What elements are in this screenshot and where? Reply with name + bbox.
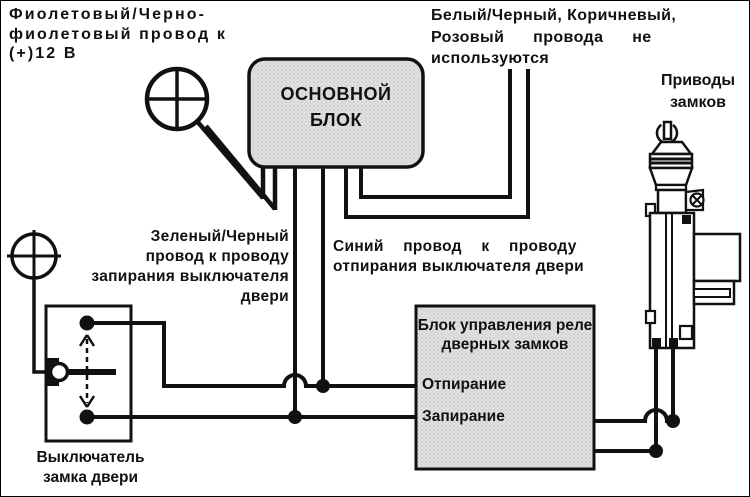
wire-actuator-leads: [654, 347, 675, 451]
junction-dot: [288, 379, 680, 458]
label-line: (+)12 В: [9, 45, 78, 62]
label-line: Синий провод к проводу: [333, 238, 577, 255]
label-line: Белый/Черный, Коричневый,: [431, 7, 677, 24]
label-line: Розовый провода не: [431, 28, 652, 46]
label-line: Блок управления реле: [417, 317, 593, 334]
wire-unused-outer: [344, 69, 530, 219]
label-line: ОСНОВНОЙ: [280, 84, 392, 104]
relay-unlock-label: Отпирание: [422, 376, 507, 393]
door-switch-symbol: [44, 304, 133, 443]
switch-pivot: [48, 361, 70, 383]
arrow-up-icon: [78, 334, 96, 347]
label-line: используются: [431, 50, 550, 67]
label-line: замков: [670, 94, 726, 111]
green-black-wire-label: Зеленый/Черный провод к проводу запирани…: [89, 227, 289, 307]
actuator-knob: [662, 120, 673, 141]
label-line: БЛОК: [309, 110, 363, 130]
wire-relay-to-actuator-upper: [594, 408, 673, 423]
label-line: провод к проводу: [145, 248, 289, 265]
label-line: Фиолетовый/Черно-: [9, 6, 207, 23]
label-line: Зеленый/Черный: [150, 228, 289, 245]
label-line: фиолетовый провод к: [9, 25, 227, 43]
label-line: отпирания выключателя двери: [333, 258, 585, 275]
label-line: замка двери: [42, 468, 139, 486]
lock-actuators-label: Приводы замков: [643, 70, 749, 114]
wire-unused-inner: [359, 69, 512, 199]
relay-lock-label: Запирание: [422, 408, 505, 425]
wire-unlock-run: [87, 321, 416, 388]
main-block-title: ОСНОВНОЙ БЛОК: [249, 81, 423, 133]
main-block-box: [247, 57, 425, 169]
blue-wire-label: Синий провод к проводу отпирания выключа…: [333, 237, 584, 277]
label-line: Выключатель: [36, 449, 145, 466]
lock-actuator-drawing: [644, 120, 742, 350]
unused-wires-label: Белый/Черный, Коричневый, Розовый провод…: [431, 5, 676, 70]
label-line: запирания выключателя: [91, 268, 289, 285]
screw-icon: [689, 192, 705, 208]
wire-violet-diagonals: [194, 118, 278, 211]
label-line: Приводы: [660, 72, 736, 89]
violet-wire-label: Фиолетовый/Черно- фиолетовый провод к (+…: [9, 5, 227, 64]
plus-source-icon: [144, 66, 210, 132]
label-line: дверных замков: [441, 336, 569, 353]
arrow-down-icon: [78, 395, 96, 408]
relay-block-title: Блок управления реле дверных замков: [416, 316, 594, 354]
label-line: двери: [240, 288, 289, 305]
door-switch-label: Выключатель замка двери: [13, 448, 168, 487]
relay-block-box: [414, 304, 596, 471]
